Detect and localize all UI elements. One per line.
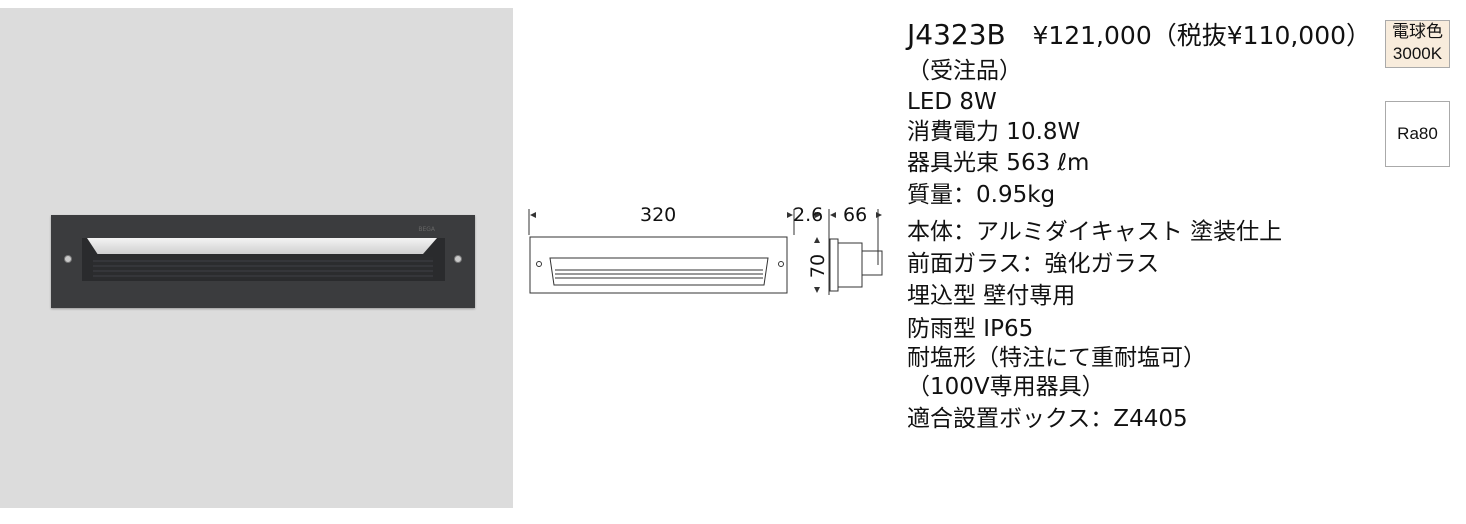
ra-badge: Ra80 — [1385, 101, 1450, 167]
color-temp-name: 電球色 — [1392, 22, 1443, 41]
lamp-light — [87, 238, 437, 254]
screw-icon — [64, 255, 72, 263]
color-temp-badge: 電球色 3000K — [1385, 20, 1450, 68]
spec-power: 消費電力 10.8W — [907, 119, 1081, 145]
dimension-height: 70 — [807, 253, 830, 279]
spec-ip: 防雨型 IP65 — [907, 316, 1034, 342]
product-photo: BEGA — [0, 8, 513, 508]
dimension-depth: 66 — [843, 204, 868, 226]
spec-glass: 前面ガラス：強化ガラス — [907, 251, 1160, 277]
lamp-louver — [93, 257, 433, 279]
spec-lumen: 器具光束 563 ℓm — [907, 150, 1090, 176]
spec-voltage: （100V専用器具） — [907, 374, 1105, 400]
spec-body: 本体：アルミダイキャスト 塗装仕上 — [907, 219, 1283, 245]
spec-mount: 埋込型 壁付専用 — [907, 283, 1076, 309]
lamp-logo: BEGA — [418, 226, 435, 233]
color-temp-value: 3000K — [1392, 44, 1443, 63]
spec-salt: 耐塩形（特注にて重耐塩可） — [907, 345, 1206, 371]
product-title: J4323B ¥121,000（税抜¥110,000） — [907, 16, 1371, 52]
screw-icon — [454, 255, 462, 263]
price: ¥121,000（税抜¥110,000） — [1032, 21, 1372, 50]
dimension-glass: 2.6 — [793, 204, 824, 226]
spec-order: （受注品） — [907, 58, 1022, 84]
spec-led: LED 8W — [907, 89, 997, 115]
drawing-lines — [528, 209, 883, 295]
dimension-width: 320 — [640, 204, 677, 226]
spec-box: 適合設置ボックス：Z4405 — [907, 406, 1188, 432]
spec-weight: 質量：0.95kg — [907, 182, 1056, 208]
dimension-drawing: 320 2.6 66 70 — [520, 195, 900, 305]
model-number: J4323B — [907, 18, 1006, 51]
lamp-image: BEGA — [51, 215, 475, 308]
